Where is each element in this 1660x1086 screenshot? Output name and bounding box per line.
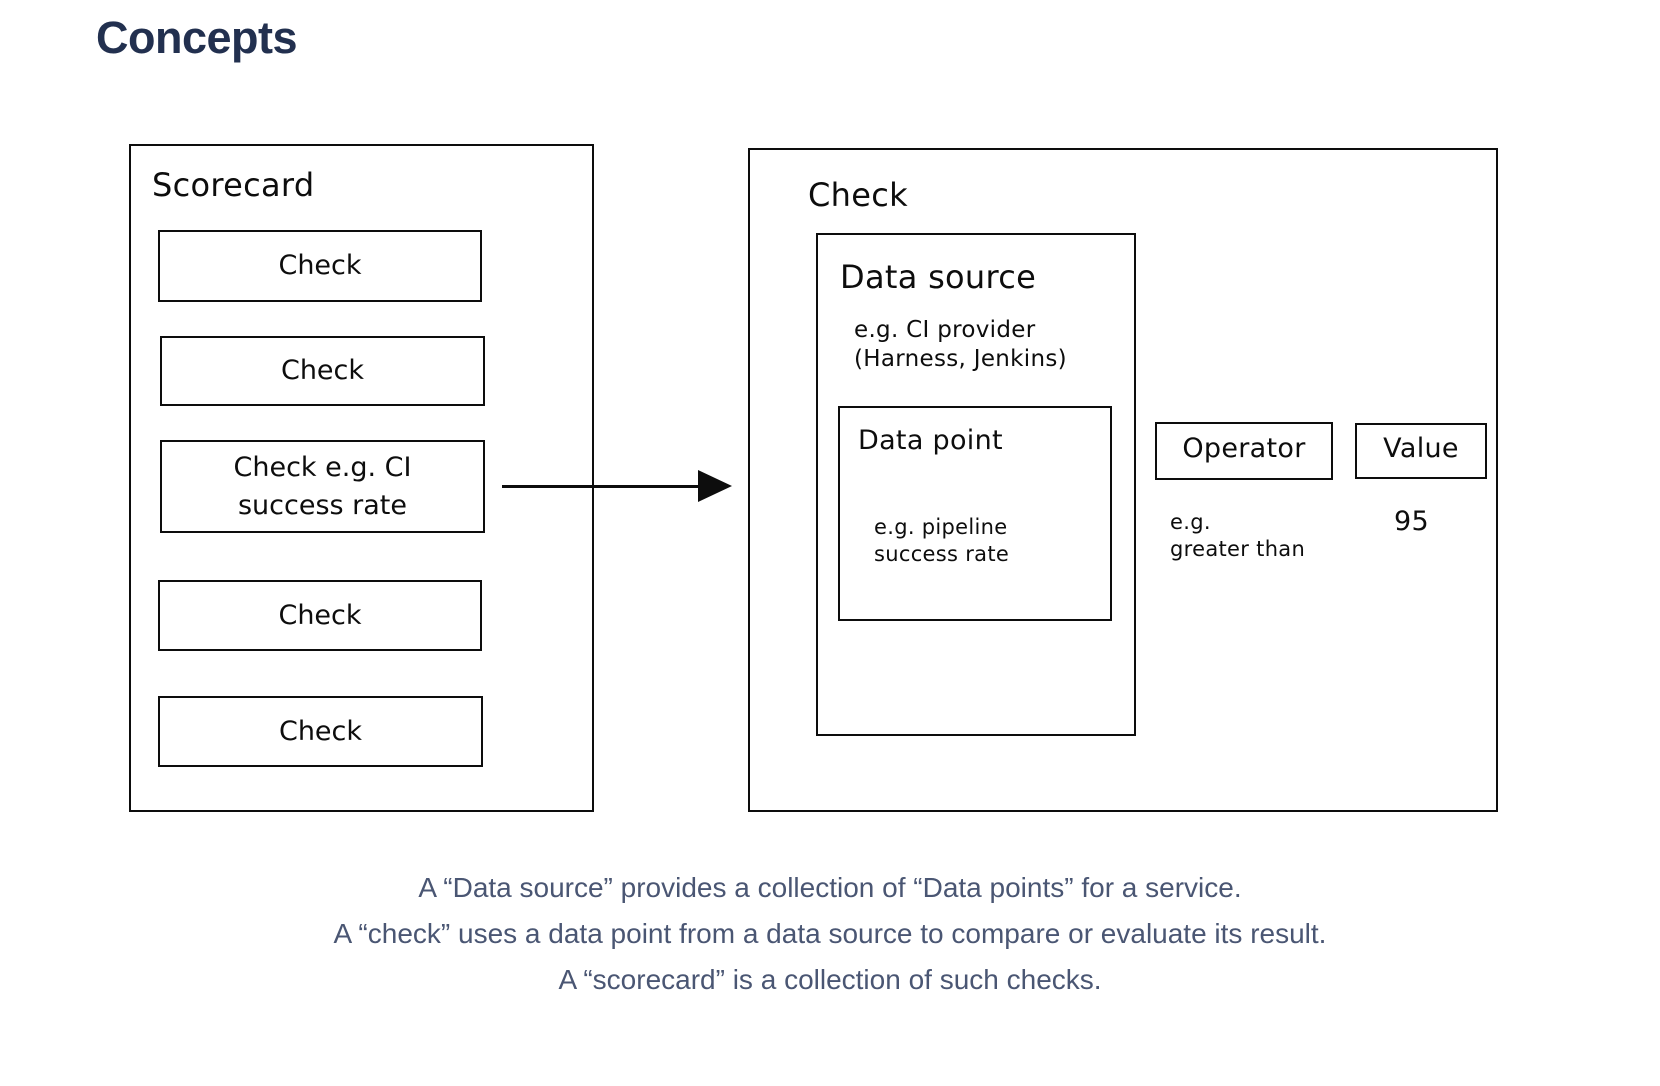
operator-box[interactable] (1155, 422, 1333, 480)
value-label: Value (1383, 433, 1459, 464)
scorecard-title: Scorecard (152, 166, 315, 204)
scorecard-check-item-2[interactable]: Check (160, 336, 485, 406)
data-point-box (838, 406, 1112, 621)
scorecard-check-item-5[interactable]: Check (158, 696, 483, 767)
check-item-label: Check (278, 250, 362, 281)
operator-label: Operator (1182, 433, 1306, 464)
data-source-note: e.g. CI provider (Harness, Jenkins) (854, 317, 1067, 372)
scorecard-check-item-1[interactable]: Check (158, 230, 482, 302)
value-box[interactable] (1355, 423, 1487, 479)
check-item-label: Check (278, 715, 363, 747)
page-title: Concepts (96, 12, 298, 63)
value-note: 95 (1394, 506, 1429, 537)
caption-line-3: A “scorecard” is a collection of such ch… (558, 964, 1102, 995)
check-panel-title: Check (808, 176, 908, 214)
caption-block: A “Data source” provides a collection of… (0, 865, 1660, 1003)
arrow-head-icon (698, 470, 732, 502)
check-item-label: Check (278, 599, 362, 631)
scorecard-check-item-4[interactable]: Check (158, 580, 482, 651)
arrow-line-icon (502, 485, 700, 488)
scorecard-check-item-ci-success-rate[interactable]: Check e.g. CI success rate (160, 440, 485, 533)
caption-line-2: A “check” uses a data point from a data … (333, 918, 1327, 949)
check-item-label: Check e.g. CI success rate (233, 451, 412, 521)
operator-note: e.g. greater than (1170, 510, 1306, 561)
check-item-label: Check (280, 355, 365, 386)
data-source-title: Data source (840, 258, 1037, 296)
data-point-title: Data point (858, 425, 1003, 456)
data-point-note: e.g. pipeline success rate (874, 515, 1010, 566)
caption-line-1: A “Data source” provides a collection of… (418, 872, 1242, 903)
